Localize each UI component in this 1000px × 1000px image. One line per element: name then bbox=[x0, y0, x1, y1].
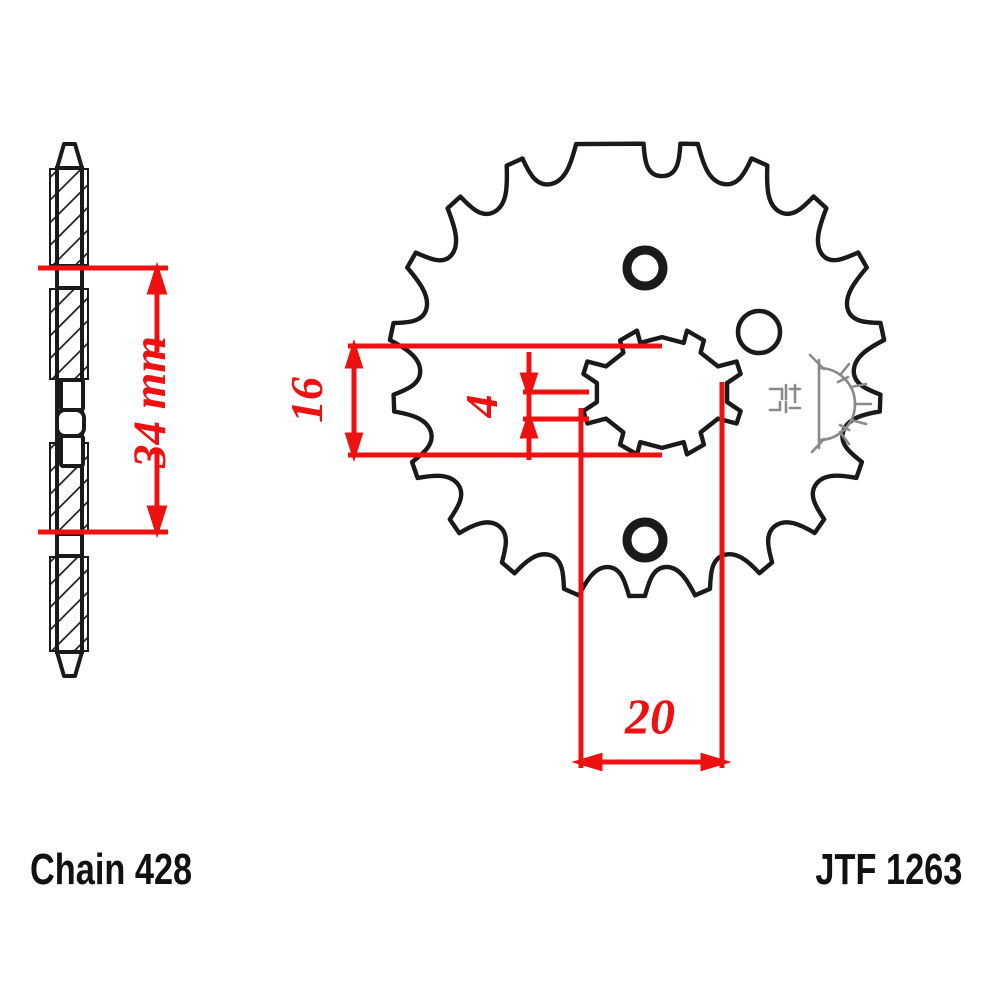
surface-finish-symbol bbox=[768, 353, 873, 454]
symbol-glyph-left bbox=[768, 383, 802, 414]
pin-hole-right bbox=[735, 308, 783, 356]
dimension-4 bbox=[519, 352, 589, 460]
dim-20-text: 20 bbox=[624, 688, 675, 744]
dim-16-text: 16 bbox=[281, 377, 332, 423]
side-section-view: 34 mm bbox=[38, 142, 176, 678]
bolt-hole-bottom bbox=[622, 517, 668, 563]
splined-center-bore bbox=[581, 328, 743, 457]
bolt-hole-top bbox=[622, 245, 668, 291]
arrow-20-left bbox=[571, 752, 603, 772]
arrow-4-up bbox=[519, 372, 539, 401]
arrow-16-down bbox=[344, 432, 364, 463]
arrow-16-up bbox=[344, 338, 364, 369]
dim-4-text: 4 bbox=[456, 395, 507, 419]
side-gap-2 bbox=[59, 378, 85, 412]
sprocket-front-view: 16 4 20 bbox=[281, 141, 887, 772]
side-gap-5 bbox=[55, 532, 84, 558]
chain-size-label: Chain 428 bbox=[30, 845, 193, 894]
dimension-20 bbox=[571, 382, 732, 772]
side-gap-3 bbox=[55, 408, 86, 438]
arrow-up-34 bbox=[146, 261, 168, 295]
arrow-down-34 bbox=[146, 505, 168, 539]
part-number-label: JTF 1263 bbox=[815, 845, 962, 894]
dim-34mm-text: 34 mm bbox=[124, 336, 176, 469]
dimension-34mm bbox=[38, 261, 168, 539]
arrow-4-down bbox=[519, 410, 539, 439]
side-gap-4 bbox=[59, 434, 85, 468]
dimension-16 bbox=[344, 338, 662, 463]
arrow-20-right bbox=[700, 752, 732, 772]
